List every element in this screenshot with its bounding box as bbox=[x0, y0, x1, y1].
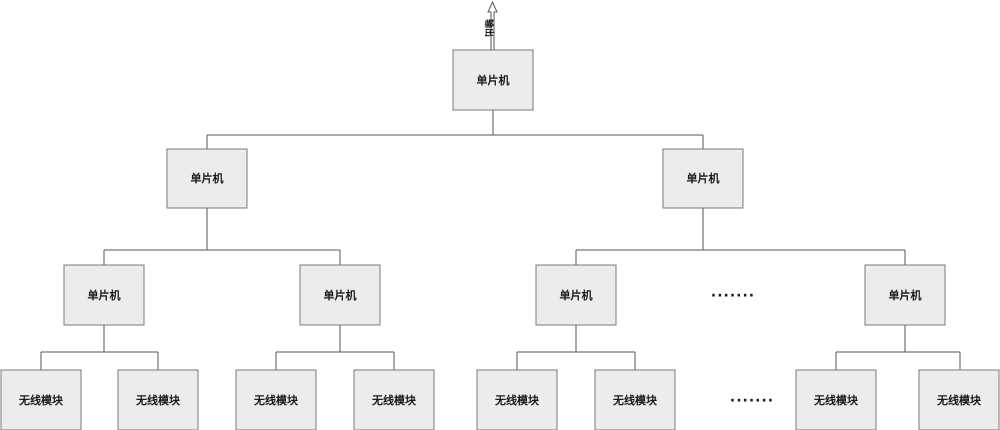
mcu-l1-left-node: 单片机 bbox=[166, 148, 248, 209]
ellipsis-bottom: ······· bbox=[730, 393, 774, 409]
mcu-l2-2-label: 单片机 bbox=[324, 288, 357, 302]
wireless-7-label: 无线模块 bbox=[813, 393, 859, 407]
mcu-l2-3-label: 单片机 bbox=[560, 288, 593, 302]
wireless-1-label: 无线模块 bbox=[18, 393, 64, 407]
wireless-3-label: 无线模块 bbox=[253, 393, 299, 407]
wireless-5-node: 无线模块 bbox=[476, 369, 558, 430]
wireless-8-node: 无线模块 bbox=[918, 369, 1000, 430]
wireless-2-label: 无线模块 bbox=[135, 393, 181, 407]
mcu-l2-4-node: 单片机 bbox=[864, 264, 946, 326]
output-label: 输出 bbox=[483, 19, 495, 37]
wireless-6-node: 无线模块 bbox=[594, 369, 676, 430]
mcu-l1-right-label: 单片机 bbox=[687, 171, 720, 185]
mcu-l2-4-label: 单片机 bbox=[889, 288, 922, 302]
mcu-l1-right-node: 单片机 bbox=[662, 148, 744, 209]
mcu-root-node: 单片机 bbox=[452, 49, 534, 111]
ellipsis-mid: ······· bbox=[711, 288, 755, 304]
wireless-4-node: 无线模块 bbox=[353, 369, 435, 430]
mcu-root-label: 单片机 bbox=[477, 73, 510, 87]
mcu-l2-2-node: 单片机 bbox=[299, 264, 381, 326]
mcu-l2-1-node: 单片机 bbox=[63, 264, 145, 326]
mcu-l1-left-label: 单片机 bbox=[191, 171, 224, 185]
mcu-l2-3-node: 单片机 bbox=[535, 264, 617, 326]
wireless-8-label: 无线模块 bbox=[936, 393, 982, 407]
output-arrow: 输出 bbox=[483, 0, 498, 51]
output-arrow-icon bbox=[487, 0, 498, 51]
wireless-2-node: 无线模块 bbox=[117, 369, 199, 430]
wireless-6-label: 无线模块 bbox=[612, 393, 658, 407]
wireless-7-node: 无线模块 bbox=[795, 369, 877, 430]
wireless-5-label: 无线模块 bbox=[494, 393, 540, 407]
connectors bbox=[40, 110, 961, 370]
wireless-3-node: 无线模块 bbox=[235, 369, 317, 430]
wireless-1-node: 无线模块 bbox=[0, 369, 82, 430]
mcu-l2-1-label: 单片机 bbox=[88, 288, 121, 302]
wireless-4-label: 无线模块 bbox=[371, 393, 417, 407]
